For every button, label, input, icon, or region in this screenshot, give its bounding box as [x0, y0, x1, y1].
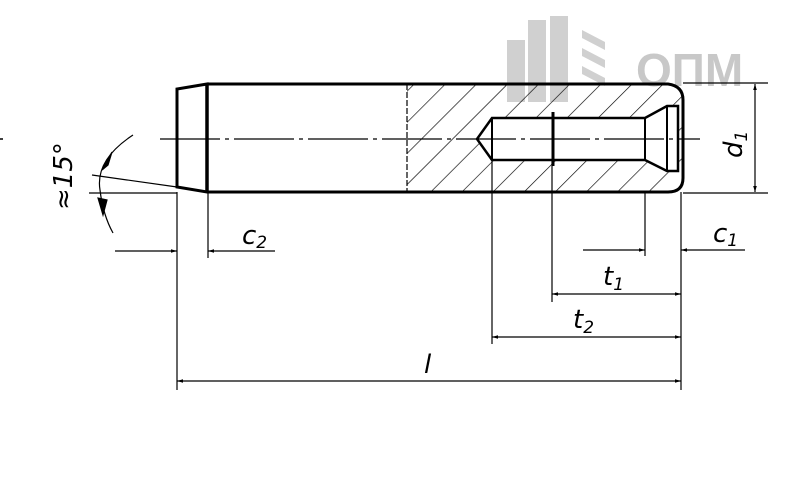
- t2-label: t2: [573, 305, 594, 338]
- dim-angle-arc: [98, 134, 134, 234]
- l-label: l: [424, 350, 432, 380]
- d1-label: d1: [719, 131, 752, 158]
- watermark-logo: ОПМ: [507, 16, 743, 102]
- extension-lines: [89, 82, 768, 390]
- t1-label: t1: [603, 262, 624, 295]
- angle-label: ≈15°: [49, 142, 79, 210]
- c1-label: c1: [713, 219, 738, 251]
- c2-label: c2: [242, 221, 267, 253]
